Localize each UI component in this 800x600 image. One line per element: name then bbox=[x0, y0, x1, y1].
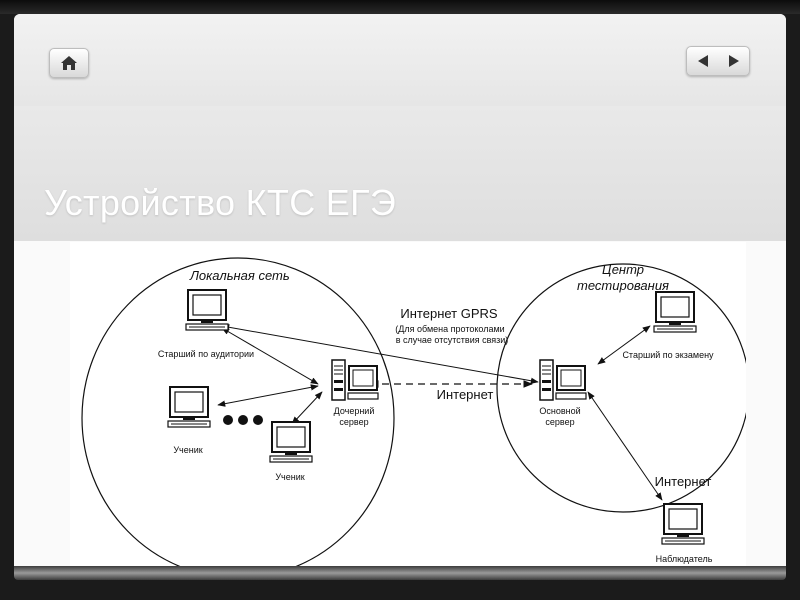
testing-center-circle bbox=[496, 263, 746, 513]
ellipsis-dot bbox=[253, 415, 263, 425]
node-label-senior-exam: Старший по экзамену bbox=[622, 350, 714, 360]
network-diagram: Локальная сеть Центр тестирования Интерн… bbox=[70, 242, 746, 566]
server-icon bbox=[539, 359, 587, 401]
slide: Устройство КТС ЕГЭ bbox=[14, 14, 786, 566]
slide-title-band bbox=[14, 106, 786, 241]
node-label-student-2: Ученик bbox=[275, 472, 304, 482]
node-label-observer: Наблюдатель bbox=[656, 554, 713, 564]
slide-nav-arrows bbox=[686, 46, 750, 76]
link-server-student2 bbox=[291, 391, 323, 425]
node-label-senior-auditorium: Старший по аудитории bbox=[158, 349, 254, 359]
computer-icon bbox=[653, 291, 697, 333]
window-frame-top bbox=[0, 0, 800, 14]
computer-icon bbox=[661, 503, 705, 545]
triangle-right-icon[interactable] bbox=[727, 54, 741, 68]
link-main-senior-exam bbox=[597, 325, 651, 365]
center-label-line1: Центр bbox=[602, 262, 644, 277]
center-label-line2: тестирования bbox=[577, 278, 669, 293]
slide-title: Устройство КТС ЕГЭ bbox=[44, 182, 397, 223]
node-label-child-server-line1: Дочерний bbox=[334, 406, 375, 416]
triangle-left-icon[interactable] bbox=[696, 54, 710, 68]
local-network-circle bbox=[81, 257, 395, 566]
gprs-note-line2: в случае отсутствия связи) bbox=[396, 335, 509, 345]
link-main-observer bbox=[587, 391, 663, 501]
node-label-child-server-line2: сервер bbox=[339, 417, 368, 427]
node-label-main-server-line1: Основной bbox=[539, 406, 580, 416]
home-button[interactable] bbox=[49, 48, 89, 78]
node-label-student-1: Ученик bbox=[173, 445, 202, 455]
computer-icon bbox=[185, 289, 229, 331]
internet-label-right: Интернет bbox=[655, 474, 712, 489]
gprs-note-line1: (Для обмена протоколами bbox=[395, 324, 504, 334]
link-server-student1 bbox=[217, 384, 319, 407]
server-icon bbox=[331, 359, 379, 401]
internet-label-mid: Интернет bbox=[437, 387, 494, 402]
link-gprs bbox=[221, 324, 539, 384]
computer-icon bbox=[167, 386, 211, 428]
home-icon bbox=[61, 56, 77, 70]
gprs-label: Интернет GPRS bbox=[400, 306, 498, 321]
local-network-label: Локальная сеть bbox=[189, 268, 290, 283]
ellipsis-dot bbox=[223, 415, 233, 425]
slide-header bbox=[14, 14, 786, 107]
computer-icon bbox=[269, 421, 313, 463]
ellipsis-dot bbox=[238, 415, 248, 425]
node-label-main-server-line2: сервер bbox=[545, 417, 574, 427]
slide-scrollbar[interactable] bbox=[14, 566, 786, 580]
